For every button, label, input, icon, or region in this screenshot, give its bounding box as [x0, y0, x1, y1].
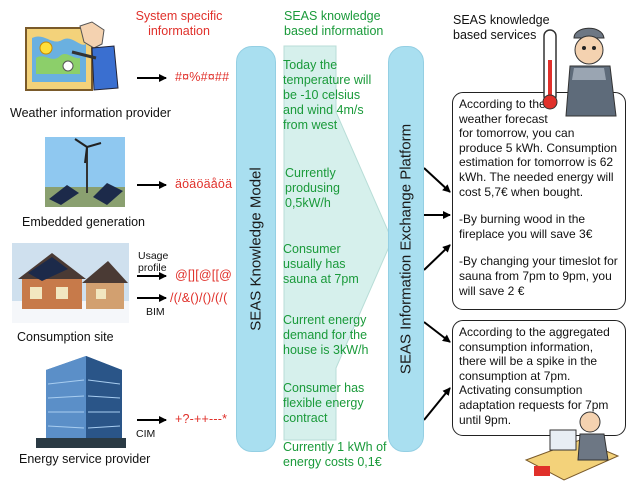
embedded-generation-label: Embedded generation — [22, 215, 146, 229]
house-icon — [12, 243, 129, 323]
header-knowledge-info: SEAS knowledge based information — [284, 9, 384, 38]
knowledge-item-weather: Today the temperature will be -10 celsiu… — [283, 58, 372, 132]
bim-code: /(/&()/()/(/( — [170, 291, 228, 305]
service-sauna-text: -By changing your timeslot for sauna fro… — [459, 254, 618, 298]
cim-tag: CIM — [136, 428, 156, 440]
bim-tag: BIM — [146, 306, 165, 318]
wind-turbine-solar-icon — [45, 137, 125, 207]
platform-arrow-3 — [423, 244, 451, 271]
thermometer-man-icon — [540, 20, 622, 120]
knowledge-item-contract: Consumer has flexible energy contract — [283, 381, 365, 425]
platform-arrow-1 — [423, 167, 451, 193]
platform-arrow-4 — [423, 321, 451, 343]
service-wood-text: -By burning wood in the fireplace you wi… — [459, 212, 593, 241]
generation-code: äöäöäåöä — [175, 177, 233, 191]
knowledge-item-production: Currently produsing 0,5kW/h — [285, 166, 340, 210]
usage-code: @[][@[[@ — [175, 268, 233, 282]
worker-desk-icon — [520, 400, 620, 484]
consumption-site-label: Consumption site — [17, 330, 114, 344]
header-system-specific: System specific information — [135, 9, 223, 38]
service-box-consumer: According to the weather forecast for to… — [452, 92, 626, 310]
cim-code: +?-++---* — [175, 412, 228, 426]
office-building-icon — [36, 350, 126, 448]
knowledge-item-demand: Current energy demand for the house is 3… — [283, 313, 369, 357]
energy-service-provider-label: Energy service provider — [19, 452, 151, 466]
service-forecast-text: According to the weather forecast for to… — [459, 97, 618, 199]
knowledge-item-price: Currently 1 kWh of energy costs 0,1€ — [283, 440, 387, 469]
usage-profile-tag: Usage profile — [138, 250, 169, 274]
knowledge-model-label: SEAS Knowledge Model — [247, 167, 265, 331]
service-box-provider: According to the aggregated consumption … — [452, 320, 626, 436]
weather-map-presenter-icon — [22, 18, 122, 98]
platform-arrow-5 — [423, 387, 451, 421]
funnel-arrow — [283, 45, 393, 441]
weather-code: #¤%#¤## — [175, 70, 230, 84]
header-knowledge-services: SEAS knowledge based services — [453, 13, 550, 42]
weather-provider-label: Weather information provider — [10, 106, 171, 120]
platform-pillar — [388, 46, 424, 452]
knowledge-model-pillar — [236, 46, 276, 452]
platform-label: SEAS Information Exchange Platform — [397, 123, 415, 375]
knowledge-item-sauna: Consumer usually has sauna at 7pm — [283, 242, 359, 286]
